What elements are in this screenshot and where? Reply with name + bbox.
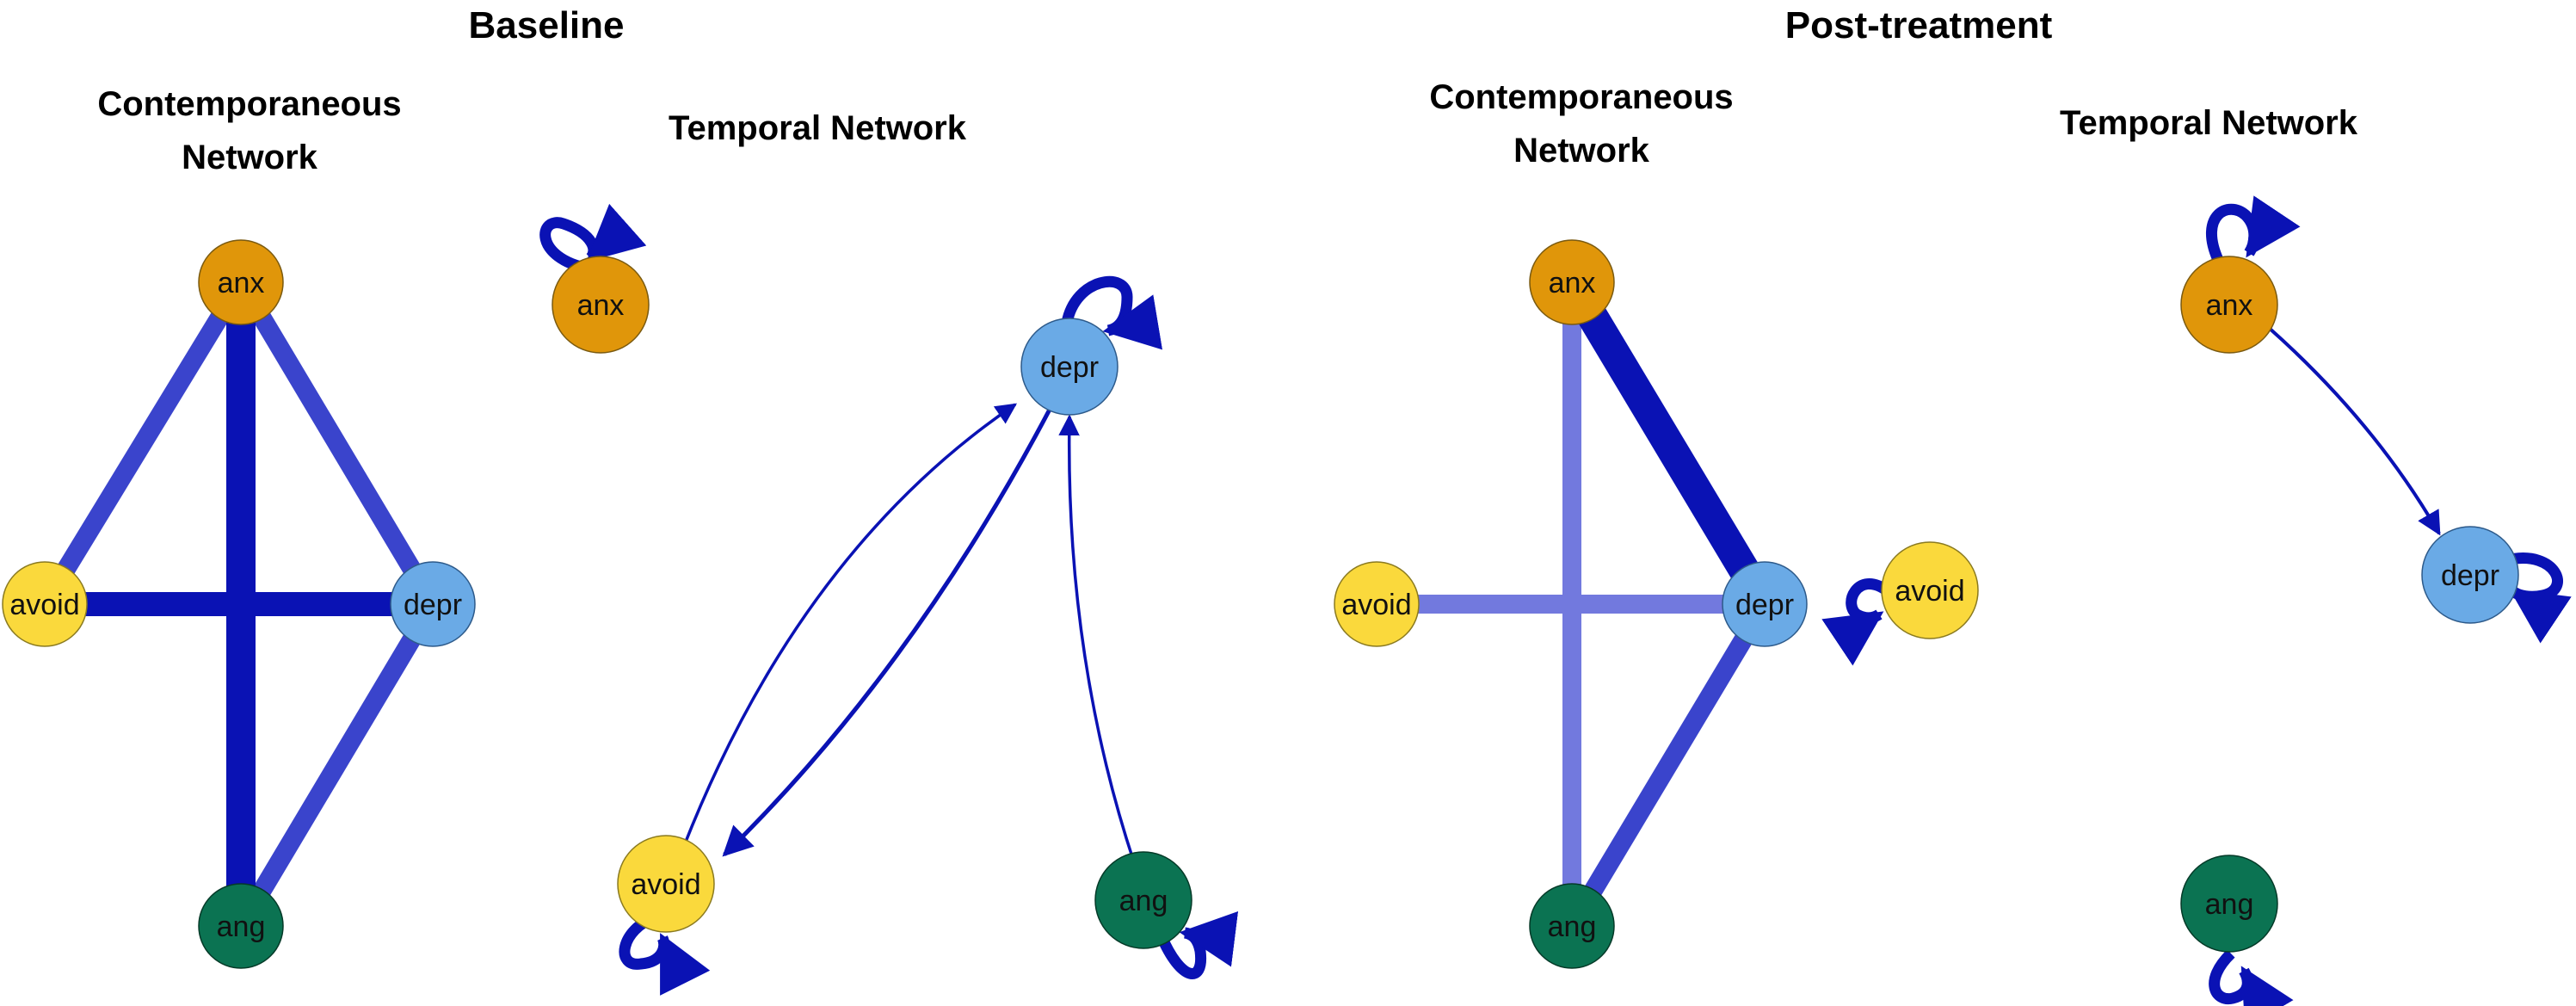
node-avoid-label: avoid: [1341, 589, 1411, 621]
self-loop-anx: [539, 203, 647, 275]
node-avoid-label: avoid: [9, 589, 79, 621]
node-anx-circle: [2180, 256, 2278, 354]
node-anx-label: anx: [577, 289, 625, 322]
node-ang: ang: [1529, 883, 1615, 969]
node-avoid-circle: [1881, 541, 1979, 639]
baseline-title: Baseline: [469, 4, 625, 46]
node-ang-label: ang: [1119, 885, 1168, 917]
node-depr-label: depr: [1040, 351, 1099, 384]
node-depr: depr: [390, 561, 476, 647]
node-ang-label: ang: [217, 910, 266, 943]
node-ang-circle: [1094, 851, 1192, 949]
node-avoid: avoid: [617, 835, 715, 933]
post-treatment-title: Post-treatment: [1785, 4, 2053, 46]
post-temporal-network: anx avoid depr ang: [1821, 195, 2572, 1006]
node-anx: anx: [2180, 256, 2278, 354]
self-loop-ang: [1156, 911, 1239, 979]
self-loop-avoid: [619, 910, 711, 996]
baseline-temporal-network: anx depr avoid ang: [539, 203, 1239, 996]
node-ang-label: ang: [2205, 888, 2254, 921]
node-avoid-circle: [2, 561, 88, 647]
edge-anx-depr: [1558, 274, 1778, 613]
node-ang: ang: [2180, 855, 2278, 953]
edge-anx-to-depr: [2266, 325, 2441, 536]
node-anx-label: anx: [218, 267, 265, 299]
node-anx: anx: [552, 256, 650, 354]
self-loop-depr: [2509, 552, 2572, 644]
edge-anx-avoid: [36, 277, 250, 609]
node-ang: ang: [1094, 851, 1192, 949]
baseline-temporal-title: Temporal Network: [669, 109, 967, 147]
node-depr-label: depr: [2441, 559, 2499, 592]
self-loop-avoid: [1821, 578, 1891, 666]
node-depr: depr: [1722, 561, 1808, 647]
baseline-contemporaneous-title-line1: Contemporaneous: [97, 85, 401, 123]
node-anx: anx: [1529, 239, 1615, 325]
post-contemporaneous-network: anx avoid depr ang: [1334, 239, 1808, 969]
node-depr-label: depr: [404, 589, 462, 621]
edge-depr-ang: [232, 599, 441, 931]
node-ang-circle: [198, 883, 284, 969]
node-depr-circle: [1722, 561, 1808, 647]
self-loop-anx: [2205, 195, 2301, 262]
post-temporal-title: Temporal Network: [2060, 104, 2358, 142]
node-ang-label: ang: [1548, 910, 1597, 943]
post-contemporaneous-title-line1: Contemporaneous: [1429, 78, 1733, 116]
node-depr: depr: [1020, 318, 1119, 416]
edge-depr-to-avoid: [722, 404, 1054, 857]
baseline-contemporaneous-network: anx avoid depr ang: [2, 239, 476, 969]
node-anx-circle: [1529, 239, 1615, 325]
node-avoid: avoid: [1334, 561, 1420, 647]
node-avoid-circle: [1334, 561, 1420, 647]
post-contemporaneous-title-line2: Network: [1513, 132, 1650, 170]
node-anx-circle: [552, 256, 650, 354]
node-avoid: avoid: [1881, 541, 1979, 639]
node-depr-circle: [390, 561, 476, 647]
node-ang-circle: [2180, 855, 2278, 953]
node-depr-circle: [2421, 526, 2519, 624]
node-depr: depr: [2421, 526, 2519, 624]
self-loop-depr: [1061, 275, 1163, 350]
node-ang-circle: [1529, 883, 1615, 969]
node-ang: ang: [198, 883, 284, 969]
node-depr-label: depr: [1735, 589, 1794, 621]
edge-depr-ang: [1563, 599, 1773, 931]
node-avoid-label: avoid: [1895, 575, 1964, 608]
edge-avoid-to-depr: [682, 403, 1018, 847]
node-anx-label: anx: [2206, 289, 2253, 322]
node-avoid-label: avoid: [631, 868, 700, 901]
node-depr-circle: [1020, 318, 1119, 416]
edge-anx-depr: [232, 277, 441, 609]
edge-ang-to-depr: [1058, 414, 1136, 863]
node-avoid-circle: [617, 835, 715, 933]
node-avoid: avoid: [2, 561, 88, 647]
node-anx-circle: [198, 239, 284, 325]
self-loop-ang: [2209, 949, 2294, 1006]
baseline-contemporaneous-title-line2: Network: [182, 139, 318, 176]
node-anx: anx: [198, 239, 284, 325]
node-anx-label: anx: [1549, 267, 1596, 299]
